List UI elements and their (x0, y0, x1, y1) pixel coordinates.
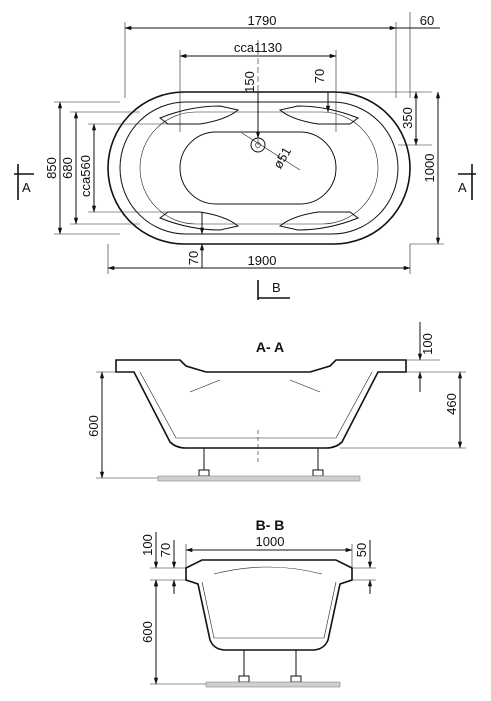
section-bb-floor (205, 681, 341, 688)
section-aa-dim-100: 100 (420, 333, 435, 355)
dim-cca560: cca560 (78, 155, 93, 197)
dim-150: 150 (242, 71, 257, 93)
dim-1900: 1900 (248, 253, 277, 268)
armrest-top-left (158, 105, 240, 125)
section-bb-dim-600: 600 (140, 621, 155, 643)
armrest-top-right (278, 105, 360, 125)
svg-text:A: A (22, 180, 31, 195)
svg-text:B: B (272, 280, 281, 295)
section-bb-dim-50: 50 (354, 543, 369, 557)
dim-dia51: ø51 (270, 144, 294, 171)
section-marker-a-left: A (14, 164, 34, 200)
section-aa-profile-outer (115, 359, 407, 449)
dim-350: 350 (400, 107, 415, 129)
plan-view: 1790 60 cca1130 150 70 350 1000 850 (14, 12, 476, 300)
dim-680: 680 (60, 157, 75, 179)
armrest-bottom-left (158, 211, 240, 231)
section-aa: A- A 600 100 460 (86, 322, 466, 482)
section-bb-dim-1000: 1000 (256, 534, 285, 549)
svg-text:A: A (458, 180, 467, 195)
tub-inner-rim (119, 101, 399, 235)
tub-outer-rim (107, 91, 411, 245)
section-aa-title: A- A (256, 339, 284, 355)
section-bb-profile-inner (201, 581, 337, 639)
section-aa-profile-inner (139, 371, 373, 439)
dim-70-bottom: 70 (186, 251, 201, 265)
dim-60: 60 (420, 13, 434, 28)
section-bb-dim-100: 100 (140, 534, 155, 556)
section-bb-dim-70: 70 (158, 543, 173, 557)
section-aa-floor (157, 475, 361, 482)
dim-cca1130: cca1130 (234, 40, 282, 55)
armrest-bottom-right (278, 211, 360, 231)
dim-850: 850 (44, 157, 59, 179)
tub-deck-contour (139, 111, 379, 225)
section-marker-a-right: A (458, 164, 476, 200)
section-aa-feet (198, 448, 324, 477)
section-aa-dim-600: 600 (86, 415, 101, 437)
section-bb-feet (238, 650, 302, 683)
dim-1000-right: 1000 (422, 154, 437, 183)
dim-1790: 1790 (248, 13, 277, 28)
dim-70-top: 70 (312, 69, 327, 83)
section-bb-profile-outer (185, 559, 353, 651)
section-bb: B- B 1000 100 70 50 (140, 517, 376, 688)
section-marker-b: B (257, 280, 290, 300)
section-aa-dim-460: 460 (444, 393, 459, 415)
section-bb-title: B- B (256, 517, 285, 533)
